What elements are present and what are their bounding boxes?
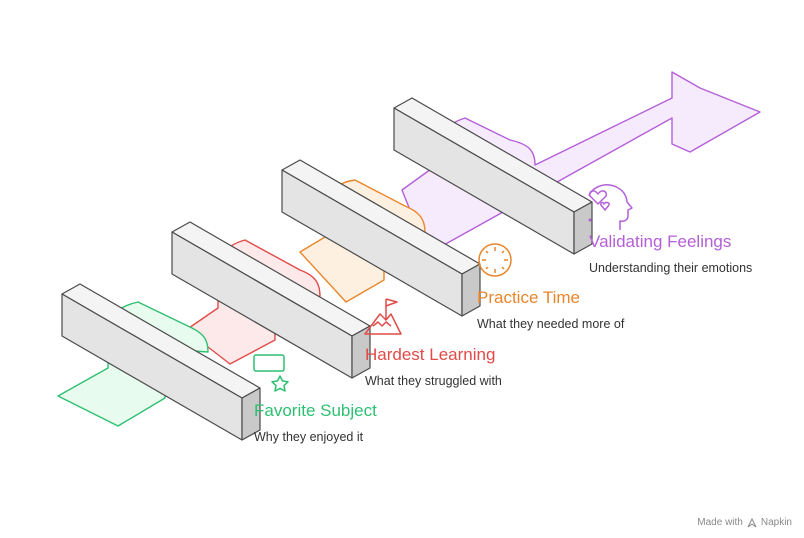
step-desc-practice-time: What they needed more of — [477, 317, 625, 331]
step-title-validating-feelings: Validating Feelings — [589, 232, 732, 251]
step-desc-favorite-subject: Why they enjoyed it — [254, 430, 364, 444]
napkin-logo-icon — [747, 517, 757, 527]
mountain-flag-icon — [364, 298, 402, 335]
step-title-hardest-learning: Hardest Learning — [365, 345, 496, 364]
watermark-brand: Napkin — [760, 517, 792, 528]
window-star-icon — [253, 354, 289, 392]
step-desc-validating-feelings: Understanding their emotions — [589, 261, 753, 275]
step-title-practice-time: Practice Time — [477, 288, 580, 307]
step-title-favorite-subject: Favorite Subject — [254, 401, 377, 420]
clock-icon — [478, 243, 512, 277]
head-hearts-icon — [588, 184, 633, 230]
step-desc-hardest-learning: What they struggled with — [365, 374, 502, 388]
watermark-prefix: Made with — [697, 517, 743, 528]
watermark: Made with Napkin — [697, 517, 792, 528]
